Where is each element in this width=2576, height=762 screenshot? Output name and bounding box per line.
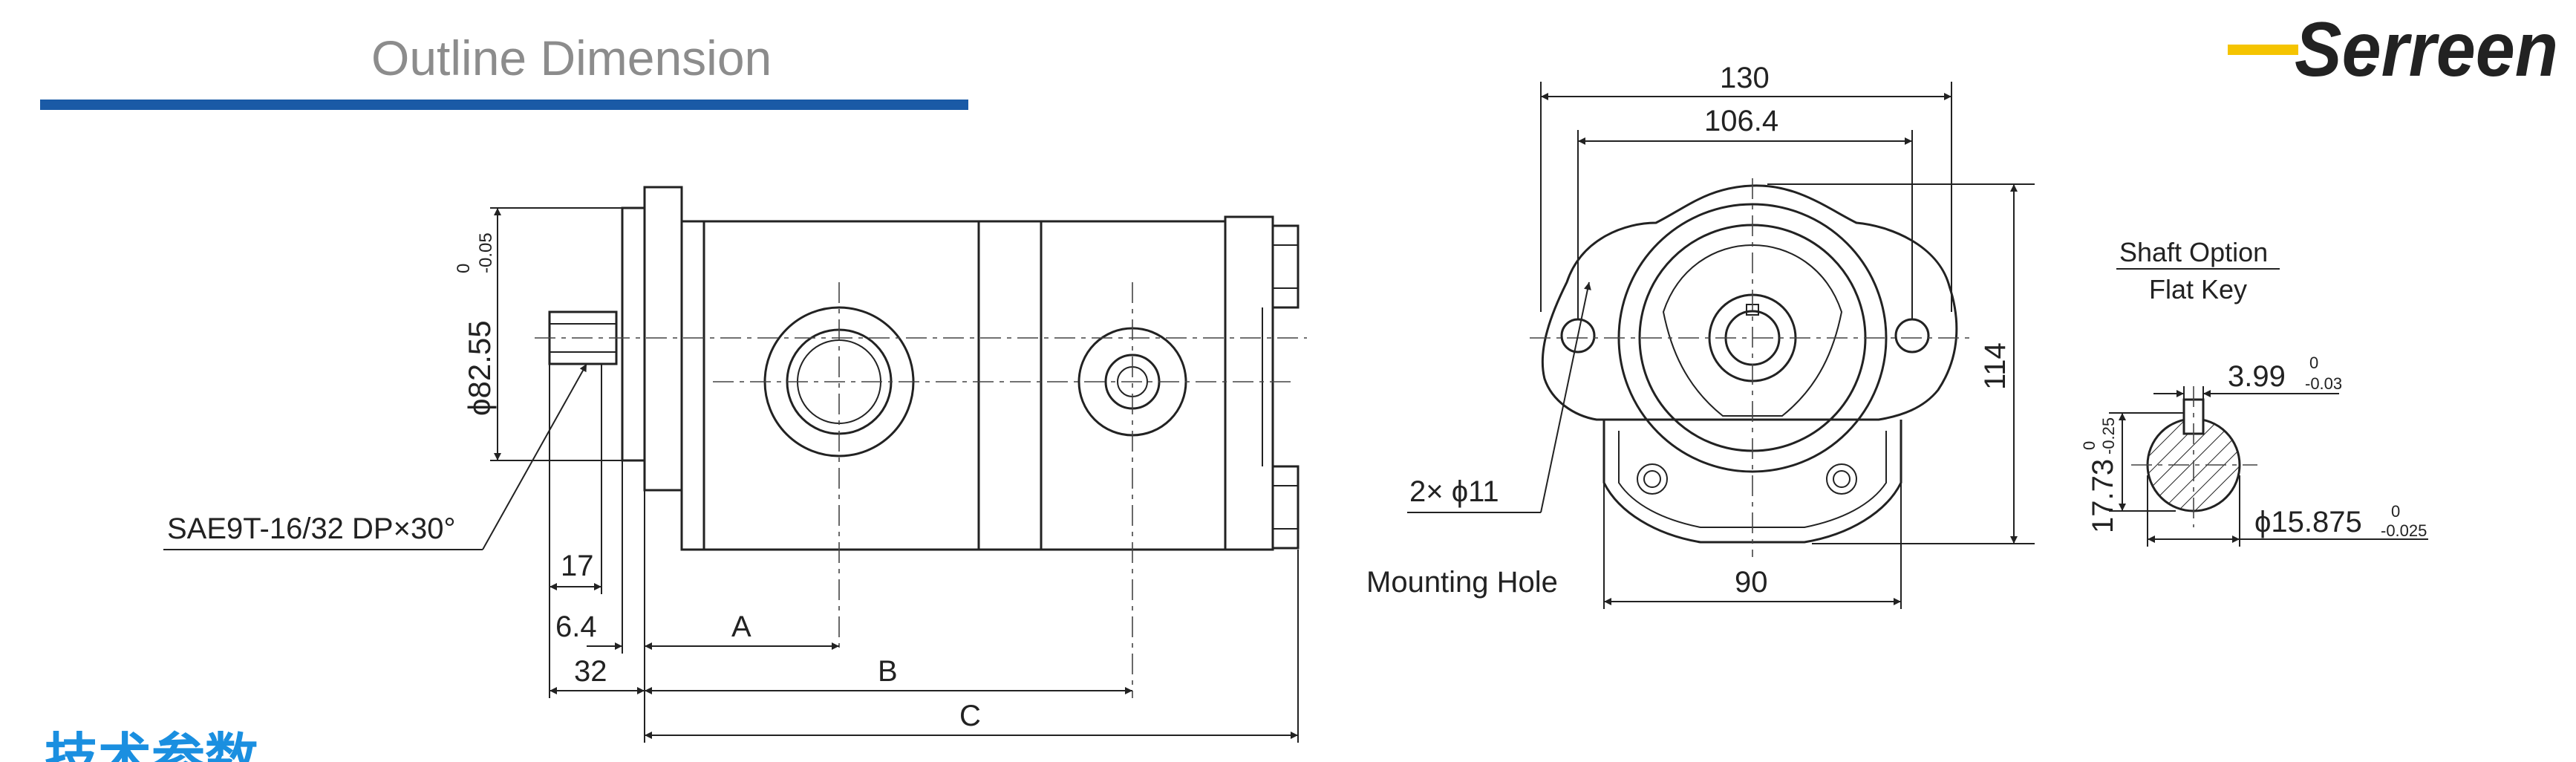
key-width-tol-upper: 0 <box>2309 354 2318 372</box>
brand-logo: Serreen <box>2228 7 2558 89</box>
rear-bolt-bottom <box>1271 465 1300 550</box>
title-underline <box>40 100 968 110</box>
front-view: 130 106.4 114 90 2× ϕ11 Mounting Hole <box>1366 62 2035 609</box>
body-front <box>680 220 980 551</box>
bore-tol-lower: -0.05 <box>476 232 496 273</box>
shaft-dia-label: ϕ15.875 <box>2254 506 2362 538</box>
shaft-view: Shaft Option Flat Key 3.99 0 -0.03 17.73… <box>2080 237 2428 547</box>
divider-plate <box>977 220 1043 551</box>
dim-17-label: 17 <box>561 550 594 582</box>
key-width-tol-lower: -0.03 <box>2305 374 2342 393</box>
page-title: Outline Dimension <box>371 30 772 85</box>
mounting-hole-label: Mounting Hole <box>1366 566 1558 599</box>
rear-bolt-top <box>1271 224 1300 309</box>
dim-130-label: 130 <box>1720 62 1770 94</box>
footer-partial-heading: 技术参数 <box>45 729 258 762</box>
flat-height-label: 17.73 <box>2087 459 2119 533</box>
shaft-option-title: Shaft Option <box>2119 237 2268 267</box>
dim-b-label: B <box>878 655 898 688</box>
flat-height-tol-upper: 0 <box>2080 441 2099 450</box>
dim-90-label: 90 <box>1735 566 1768 599</box>
front-flange-outline <box>1541 184 1958 421</box>
bore-tol-upper: 0 <box>454 264 474 273</box>
logo-wordmark: Serreen <box>2295 7 2558 89</box>
dim-114-label: 114 <box>1979 342 2012 390</box>
bore-dimension-label: ϕ82.55 <box>462 320 497 416</box>
dim-6-4-label: 6.4 <box>555 610 597 643</box>
mounting-flange <box>643 186 683 492</box>
spline-spec-label: SAE9T-16/32 DP×30° <box>167 512 455 545</box>
side-view: ϕ82.55 0 -0.05 SAE9T-16/32 DP×30° 17 6.4… <box>163 186 1307 743</box>
shaft-dia-tol-upper: 0 <box>2391 502 2400 521</box>
logo-bar <box>2228 45 2298 55</box>
shaft-dia-tol-lower: -0.025 <box>2381 521 2427 540</box>
key-width-label: 3.99 <box>2228 360 2286 393</box>
dim-106-4-label: 106.4 <box>1704 105 1778 137</box>
end-cover <box>1224 215 1274 551</box>
shaft-option-subtitle: Flat Key <box>2149 274 2247 305</box>
pilot-flange <box>621 206 646 462</box>
dim-c-label: C <box>959 700 981 732</box>
dim-32-label: 32 <box>574 655 607 688</box>
flat-height-tol-lower: -0.25 <box>2099 417 2118 455</box>
hole-spec-label: 2× ϕ11 <box>1409 475 1499 508</box>
body-rear <box>1040 220 1227 551</box>
dim-a-label: A <box>731 610 751 643</box>
mounting-hole-right <box>1894 318 1930 354</box>
